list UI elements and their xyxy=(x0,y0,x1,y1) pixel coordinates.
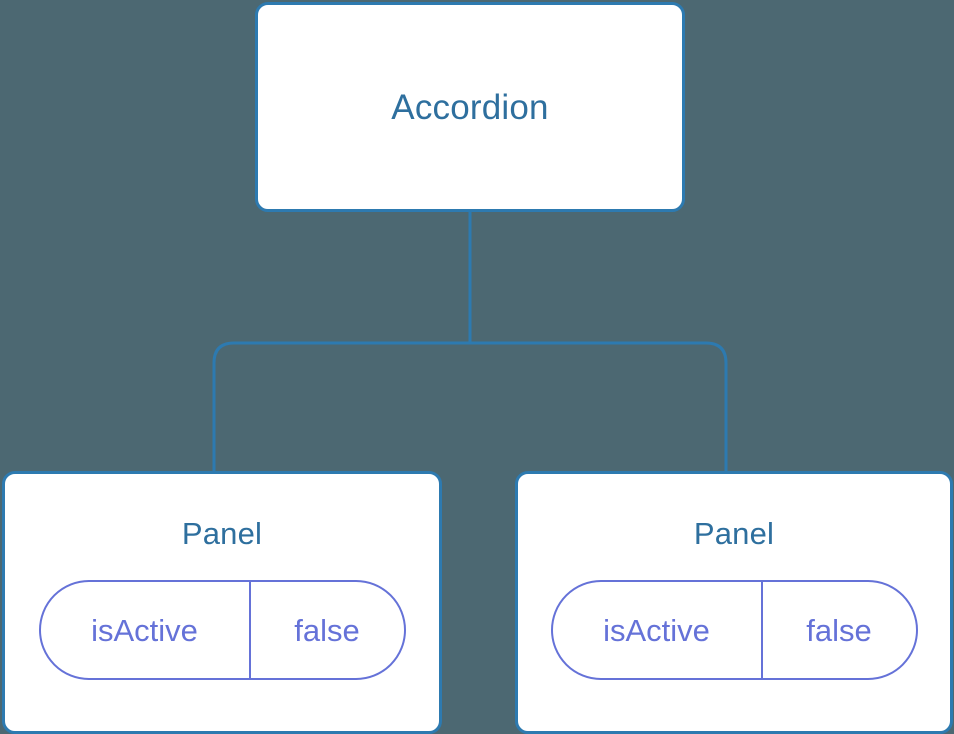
state-value-panel-1: false xyxy=(294,612,360,648)
state-pill-panel-2[interactable]: isActive false xyxy=(550,580,918,680)
node-panel-2[interactable]: Panel isActive false xyxy=(515,471,953,734)
state-key-panel-1: isActive xyxy=(41,582,251,678)
node-accordion[interactable]: Accordion xyxy=(255,2,685,212)
edge-to-panel-left xyxy=(212,341,470,473)
node-panel-1-label: Panel xyxy=(181,516,263,551)
node-accordion-label: Accordion xyxy=(391,87,549,127)
state-value-panel-2: false xyxy=(806,612,872,648)
state-key-panel-2: isActive xyxy=(553,582,763,678)
edge-to-panel-right xyxy=(470,341,728,473)
state-pill-panel-1[interactable]: isActive false xyxy=(38,580,406,680)
node-panel-2-label: Panel xyxy=(693,516,775,551)
node-panel-1[interactable]: Panel isActive false xyxy=(2,471,442,734)
